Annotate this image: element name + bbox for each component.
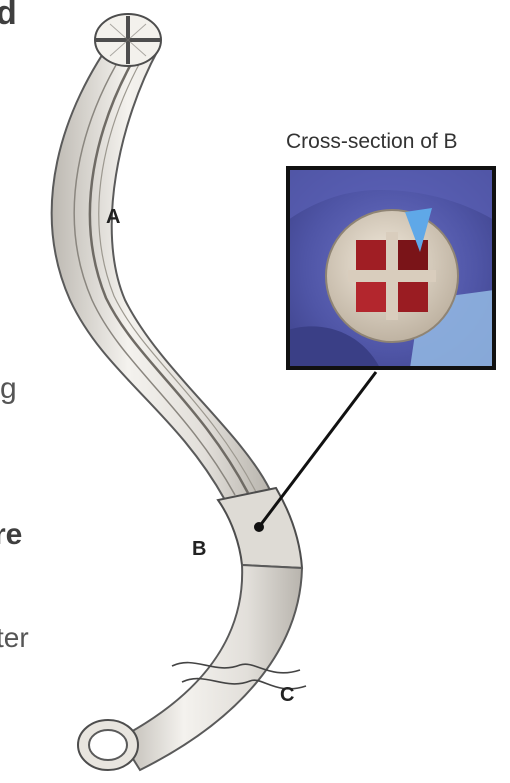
segment-label-b: B (192, 538, 206, 561)
tube-segment-a (52, 32, 270, 500)
connector-dot (254, 522, 264, 532)
single-lumen-opening (78, 720, 138, 770)
cross-section-photo (288, 168, 494, 368)
connector-line (259, 372, 376, 527)
segment-label-a: A (106, 206, 120, 229)
lumen-quadrants (348, 232, 436, 320)
tube-segment-c (120, 565, 302, 770)
multi-lumen-opening (95, 14, 161, 66)
inset-caption: Cross-section of B (286, 130, 458, 154)
segment-label-c: C (280, 684, 294, 707)
